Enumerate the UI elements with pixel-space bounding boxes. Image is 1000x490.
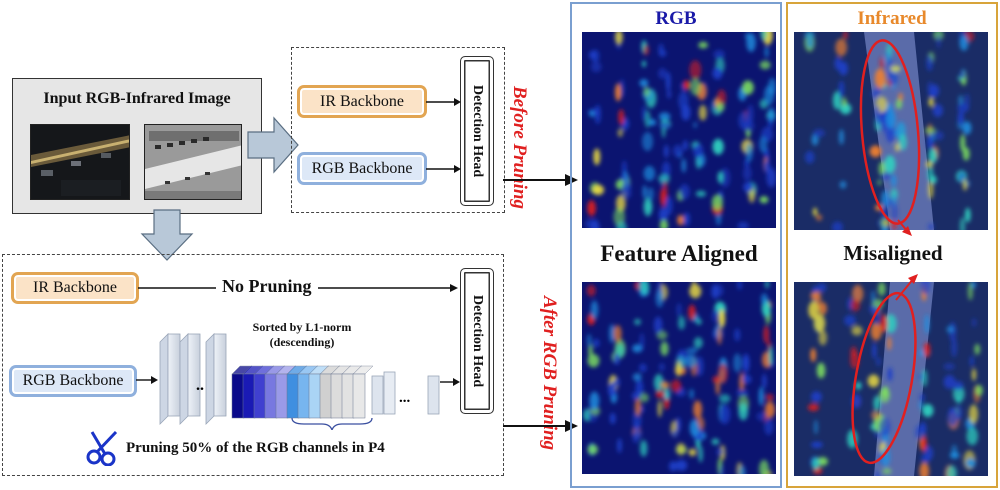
channel-slab — [352, 373, 366, 419]
pre-layers — [159, 333, 227, 425]
pointer-bottom — [895, 277, 915, 301]
bottom-rgb-backbone: RGB Backbone — [10, 366, 136, 396]
sorted-label: Sorted by L1-norm (descending) — [232, 320, 372, 350]
channel-slab — [330, 373, 344, 419]
infrared-title: Infrared — [857, 8, 927, 29]
top-detection-head: Detection Head — [460, 56, 494, 206]
bottom-ellipse — [851, 291, 917, 465]
bottom-detection-head-label: Detection Head — [470, 294, 485, 388]
pruned-channels-brace — [291, 417, 373, 430]
rgb-panel — [570, 2, 782, 488]
channel-stack: .. ... — [159, 333, 440, 430]
channel-slab — [286, 373, 300, 419]
post-layers — [371, 371, 440, 415]
rgb-to-layers-arrow — [136, 376, 158, 384]
top-ellipse — [859, 39, 921, 225]
rgb-heatmap-after — [582, 282, 776, 474]
sorted-channel-slabs — [231, 365, 374, 419]
rgb-title: RGB — [655, 8, 697, 29]
channel-slab — [319, 373, 333, 419]
misalignment-annotations — [851, 39, 921, 465]
arrow-to-rgb-after — [503, 420, 578, 432]
channel-slab — [242, 373, 256, 419]
arrow-to-bottom-branch — [140, 209, 194, 261]
scissors-icon — [86, 430, 118, 466]
ellipsis-2: ... — [399, 390, 411, 406]
top-ir-backbone: IR Backbone — [298, 86, 426, 117]
channel-slab — [264, 373, 278, 419]
channel-slab — [341, 373, 355, 419]
channel-slab — [253, 373, 267, 419]
channel-slab — [231, 373, 245, 419]
after-pruning-label: After RGB Pruning — [539, 296, 560, 451]
channel-slab — [308, 373, 322, 419]
before-pruning-label: Before Pruning — [509, 86, 530, 209]
arrow-to-rgb-before — [503, 174, 578, 186]
top-backbone-arrows — [426, 98, 461, 173]
no-pruning-label: No Pruning — [216, 276, 318, 297]
channel-slab — [297, 373, 311, 419]
input-title: Input RGB-Infrared Image — [43, 90, 231, 107]
rgb-heatmap-before — [582, 32, 776, 228]
infrared-panel — [786, 2, 998, 488]
pruning-note: Pruning 50% of the RGB channels in P4 — [126, 440, 385, 456]
bottom-ir-backbone: IR Backbone — [12, 273, 138, 303]
top-detection-head-label: Detection Head — [470, 84, 485, 178]
after-pruning-branch — [2, 254, 504, 476]
ellipsis-1: .. — [196, 377, 204, 394]
infrared-input-thumbnail — [144, 124, 242, 200]
layers-to-head-arrow — [440, 378, 460, 386]
before-pruning-branch — [291, 47, 505, 213]
arrow-to-top-branch — [247, 116, 299, 174]
sorted-label-line2: (descending) — [269, 335, 335, 349]
misaligned-label: Misaligned — [843, 241, 943, 265]
bottom-detection-head: Detection Head — [460, 268, 494, 414]
rgb-input-thumbnail — [30, 124, 130, 200]
channel-slab — [275, 373, 289, 419]
sorted-label-line1: Sorted by L1-norm — [252, 320, 352, 334]
top-rgb-backbone: RGB Backbone — [298, 153, 426, 184]
feature-aligned-label: Feature Aligned — [600, 241, 758, 266]
